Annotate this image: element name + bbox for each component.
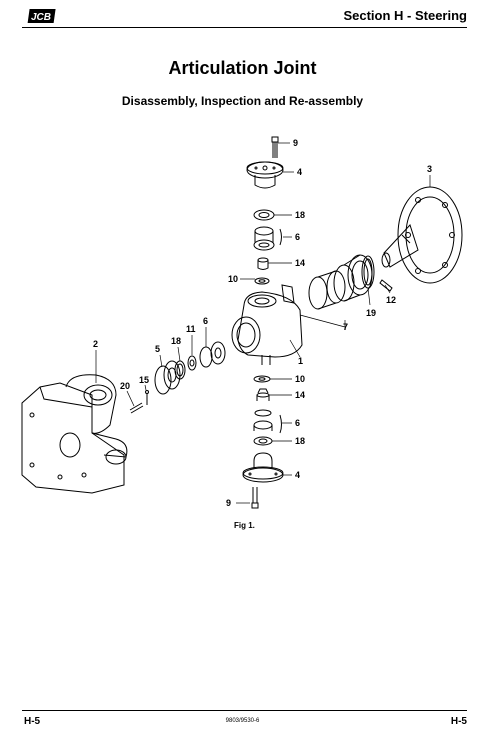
callout-4-top: 4 bbox=[297, 167, 302, 177]
washer-11 bbox=[187, 355, 197, 371]
callout-5: 5 bbox=[155, 344, 160, 354]
callout-6-bottom: 6 bbox=[295, 418, 300, 428]
callout-3: 3 bbox=[427, 164, 432, 174]
callout-10-bottom: 10 bbox=[295, 374, 305, 384]
callout-18-bottom: 18 bbox=[295, 436, 305, 446]
cone-top bbox=[257, 257, 269, 270]
callout-12: 12 bbox=[386, 295, 396, 305]
callout-14-top: 14 bbox=[295, 258, 305, 268]
page-subtitle: Disassembly, Inspection and Re-assembly bbox=[121, 94, 364, 108]
callout-6-top: 6 bbox=[295, 232, 300, 242]
pin-12 bbox=[379, 279, 393, 292]
callout-11: 11 bbox=[186, 324, 196, 334]
footer-doc-number: 9803/9530-6 bbox=[225, 718, 260, 724]
callout-4-bottom: 4 bbox=[295, 470, 300, 480]
frame-bracket bbox=[21, 374, 128, 494]
cone-bottom bbox=[256, 388, 270, 401]
central-housing bbox=[231, 284, 303, 365]
figure-caption: Fig 1. bbox=[234, 521, 255, 530]
jcb-logo: JCB bbox=[27, 9, 56, 23]
callout-7: 7 bbox=[343, 322, 348, 332]
callout-19: 19 bbox=[366, 308, 376, 318]
callout-14-bottom: 14 bbox=[295, 390, 305, 400]
pin-15 bbox=[145, 390, 149, 405]
callout-2: 2 bbox=[93, 339, 98, 349]
exploded-view-diagram: 9 4 3 18 6 14 10 7 19 12 11 6 18 5 2 1 2… bbox=[21, 136, 463, 509]
footer-page-left: H-5 bbox=[24, 716, 41, 727]
seal-bottom bbox=[253, 436, 273, 446]
callout-1: 1 bbox=[298, 356, 303, 366]
bolt-20 bbox=[129, 402, 144, 414]
bearing-housing-5 bbox=[154, 360, 181, 395]
callout-15: 15 bbox=[139, 375, 149, 385]
top-cap bbox=[246, 161, 284, 189]
callout-18-top: 18 bbox=[295, 210, 305, 220]
callout-labels: 9 4 3 18 6 14 10 7 19 12 11 6 18 5 2 1 2… bbox=[93, 138, 432, 508]
seal-top bbox=[253, 209, 275, 221]
callout-20: 20 bbox=[120, 381, 130, 391]
washer-bottom bbox=[253, 375, 271, 383]
page-title: Articulation Joint bbox=[168, 58, 317, 78]
race-7b bbox=[333, 254, 373, 302]
bottom-cap bbox=[242, 452, 284, 483]
bolt-bottom bbox=[251, 487, 259, 509]
header-rule bbox=[22, 27, 467, 28]
bearing-bottom bbox=[253, 409, 282, 434]
callout-10-top: 10 bbox=[228, 274, 238, 284]
bolt-top bbox=[271, 136, 279, 158]
shaft-flange bbox=[381, 186, 463, 284]
callout-6-left: 6 bbox=[203, 316, 208, 326]
washer-top bbox=[254, 277, 270, 285]
logo-text: JCB bbox=[31, 12, 51, 23]
footer-rule bbox=[22, 710, 467, 711]
section-title: Section H - Steering bbox=[343, 8, 467, 23]
callout-18-left: 18 bbox=[171, 336, 181, 346]
callout-9-top: 9 bbox=[293, 138, 298, 148]
callout-9-bottom: 9 bbox=[226, 498, 231, 508]
bearing-left bbox=[199, 341, 226, 368]
footer-page-right: H-5 bbox=[450, 716, 467, 727]
bearing-top bbox=[253, 226, 282, 251]
spacer-7 bbox=[308, 270, 346, 310]
